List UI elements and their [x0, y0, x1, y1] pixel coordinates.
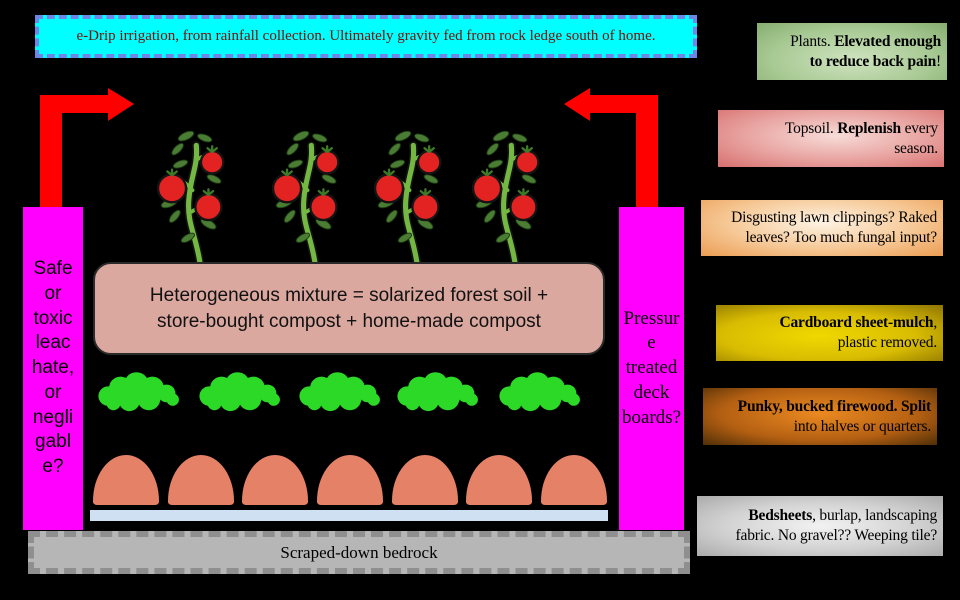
irrigation-banner: e-Drip irrigation, from rainfall collect… — [35, 15, 697, 58]
left-elbow-arrow-icon — [40, 88, 134, 211]
right-side-board: Pressur e treated deck boards? — [619, 207, 684, 530]
note-firewood-text: Punky, bucked firewood. Split into halve… — [737, 397, 932, 435]
clippings-blob-icon — [394, 366, 484, 412]
note-clippings-text: Disgusting lawn clippings? Raked leaves?… — [731, 209, 937, 246]
firewood-log-shape — [391, 455, 458, 505]
right-elbow-arrow-icon — [564, 88, 658, 211]
firewood-log-row — [93, 455, 607, 505]
tomato-plant-icon — [261, 123, 356, 263]
note-cardboard-text: Cardboard sheet-mulch, plastic removed. — [779, 314, 938, 351]
soil-mixture-label: Heterogeneous mixture = solarized forest… — [149, 284, 549, 332]
bedsheet-layer — [90, 510, 608, 521]
tomato-plant-icon — [363, 123, 458, 263]
firewood-log-shape — [316, 455, 383, 505]
irrigation-banner-text: e-Drip irrigation, from rainfall collect… — [76, 28, 656, 44]
tomato-plant-icon — [146, 123, 241, 263]
right-side-board-label: Pressur e treated deck boards? — [621, 307, 682, 428]
soil-mixture-box: Heterogeneous mixture = solarized forest… — [93, 262, 605, 355]
clippings-blob-icon — [196, 366, 286, 412]
firewood-log-shape — [540, 455, 607, 505]
note-firewood: Punky, bucked firewood. Split into halve… — [703, 388, 937, 445]
left-side-board: Safe or toxic leac hate, or negli gabl e… — [23, 207, 83, 530]
bedrock-layer: Scraped-down bedrock — [28, 531, 690, 574]
clippings-blob-icon — [95, 366, 185, 412]
firewood-log-shape — [466, 455, 533, 505]
note-bedsheets: Bedsheets, burlap, landscaping fabric. N… — [697, 496, 943, 556]
firewood-log-shape — [167, 455, 234, 505]
note-cardboard: Cardboard sheet-mulch, plastic removed. — [716, 305, 943, 361]
note-plants: Plants. Elevated enough to reduce back p… — [757, 23, 947, 80]
clippings-blob-icon — [496, 366, 586, 412]
note-topsoil: Topsoil. Replenish every season. — [718, 110, 944, 167]
tomato-plant-icon — [461, 123, 556, 263]
note-clippings: Disgusting lawn clippings? Raked leaves?… — [701, 200, 943, 256]
clippings-blob-icon — [296, 366, 386, 412]
firewood-log-shape — [242, 455, 309, 505]
bedrock-label: Scraped-down bedrock — [280, 542, 438, 562]
note-plants-text: Plants. Elevated enough to reduce back p… — [790, 32, 941, 70]
note-bedsheets-text: Bedsheets, burlap, landscaping fabric. N… — [735, 507, 938, 544]
note-topsoil-text: Topsoil. Replenish every season. — [784, 119, 938, 157]
left-side-board-label: Safe or toxic leac hate, or negli gabl e… — [31, 258, 75, 477]
firewood-log-shape — [93, 455, 159, 505]
